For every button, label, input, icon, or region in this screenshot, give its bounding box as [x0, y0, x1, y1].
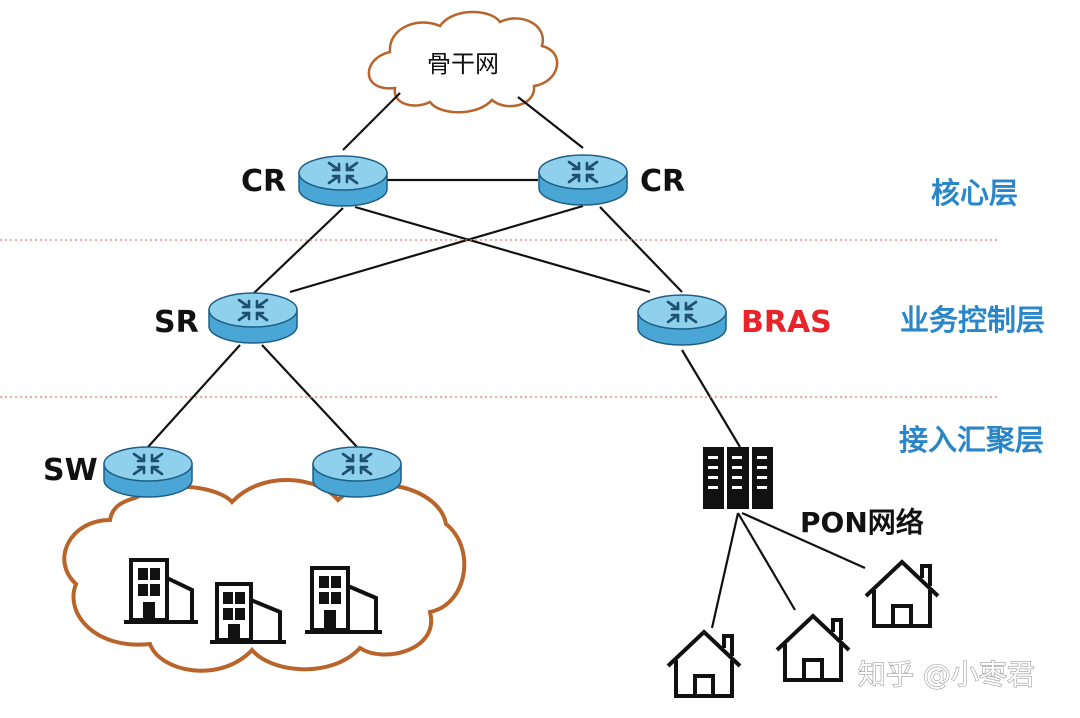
links: [147, 92, 866, 629]
router-cr-right: [537, 153, 629, 207]
house-icon: [775, 614, 851, 682]
router-bras: [636, 293, 728, 347]
building-icon: [305, 566, 382, 634]
house-icon: [864, 560, 940, 628]
building-icon: [124, 558, 198, 624]
label-cr-left: CR: [241, 164, 286, 199]
switch-sw-right: [311, 445, 403, 499]
layer-label-access-aggregation: 接入汇聚层: [899, 423, 1044, 457]
label-cr-right: CR: [640, 164, 685, 199]
pon-label: PON网络: [800, 506, 924, 539]
layer-label-service-control: 业务控制层: [900, 303, 1045, 337]
router-cr-left: [297, 154, 389, 208]
olt-rack-icon: [703, 447, 773, 509]
backbone-cloud: [367, 10, 559, 114]
house-icon: [666, 630, 742, 698]
layer-label-core: 核心层: [931, 176, 1018, 210]
router-sr: [207, 291, 299, 345]
label-bras: BRAS: [741, 305, 832, 340]
building-icon: [210, 582, 286, 644]
watermark: 知乎 @小枣君: [858, 658, 1035, 691]
label-sw: SW: [43, 453, 98, 488]
label-sr: SR: [154, 305, 199, 340]
backbone-label: 骨干网: [427, 50, 499, 78]
switch-sw-left: [102, 445, 194, 499]
